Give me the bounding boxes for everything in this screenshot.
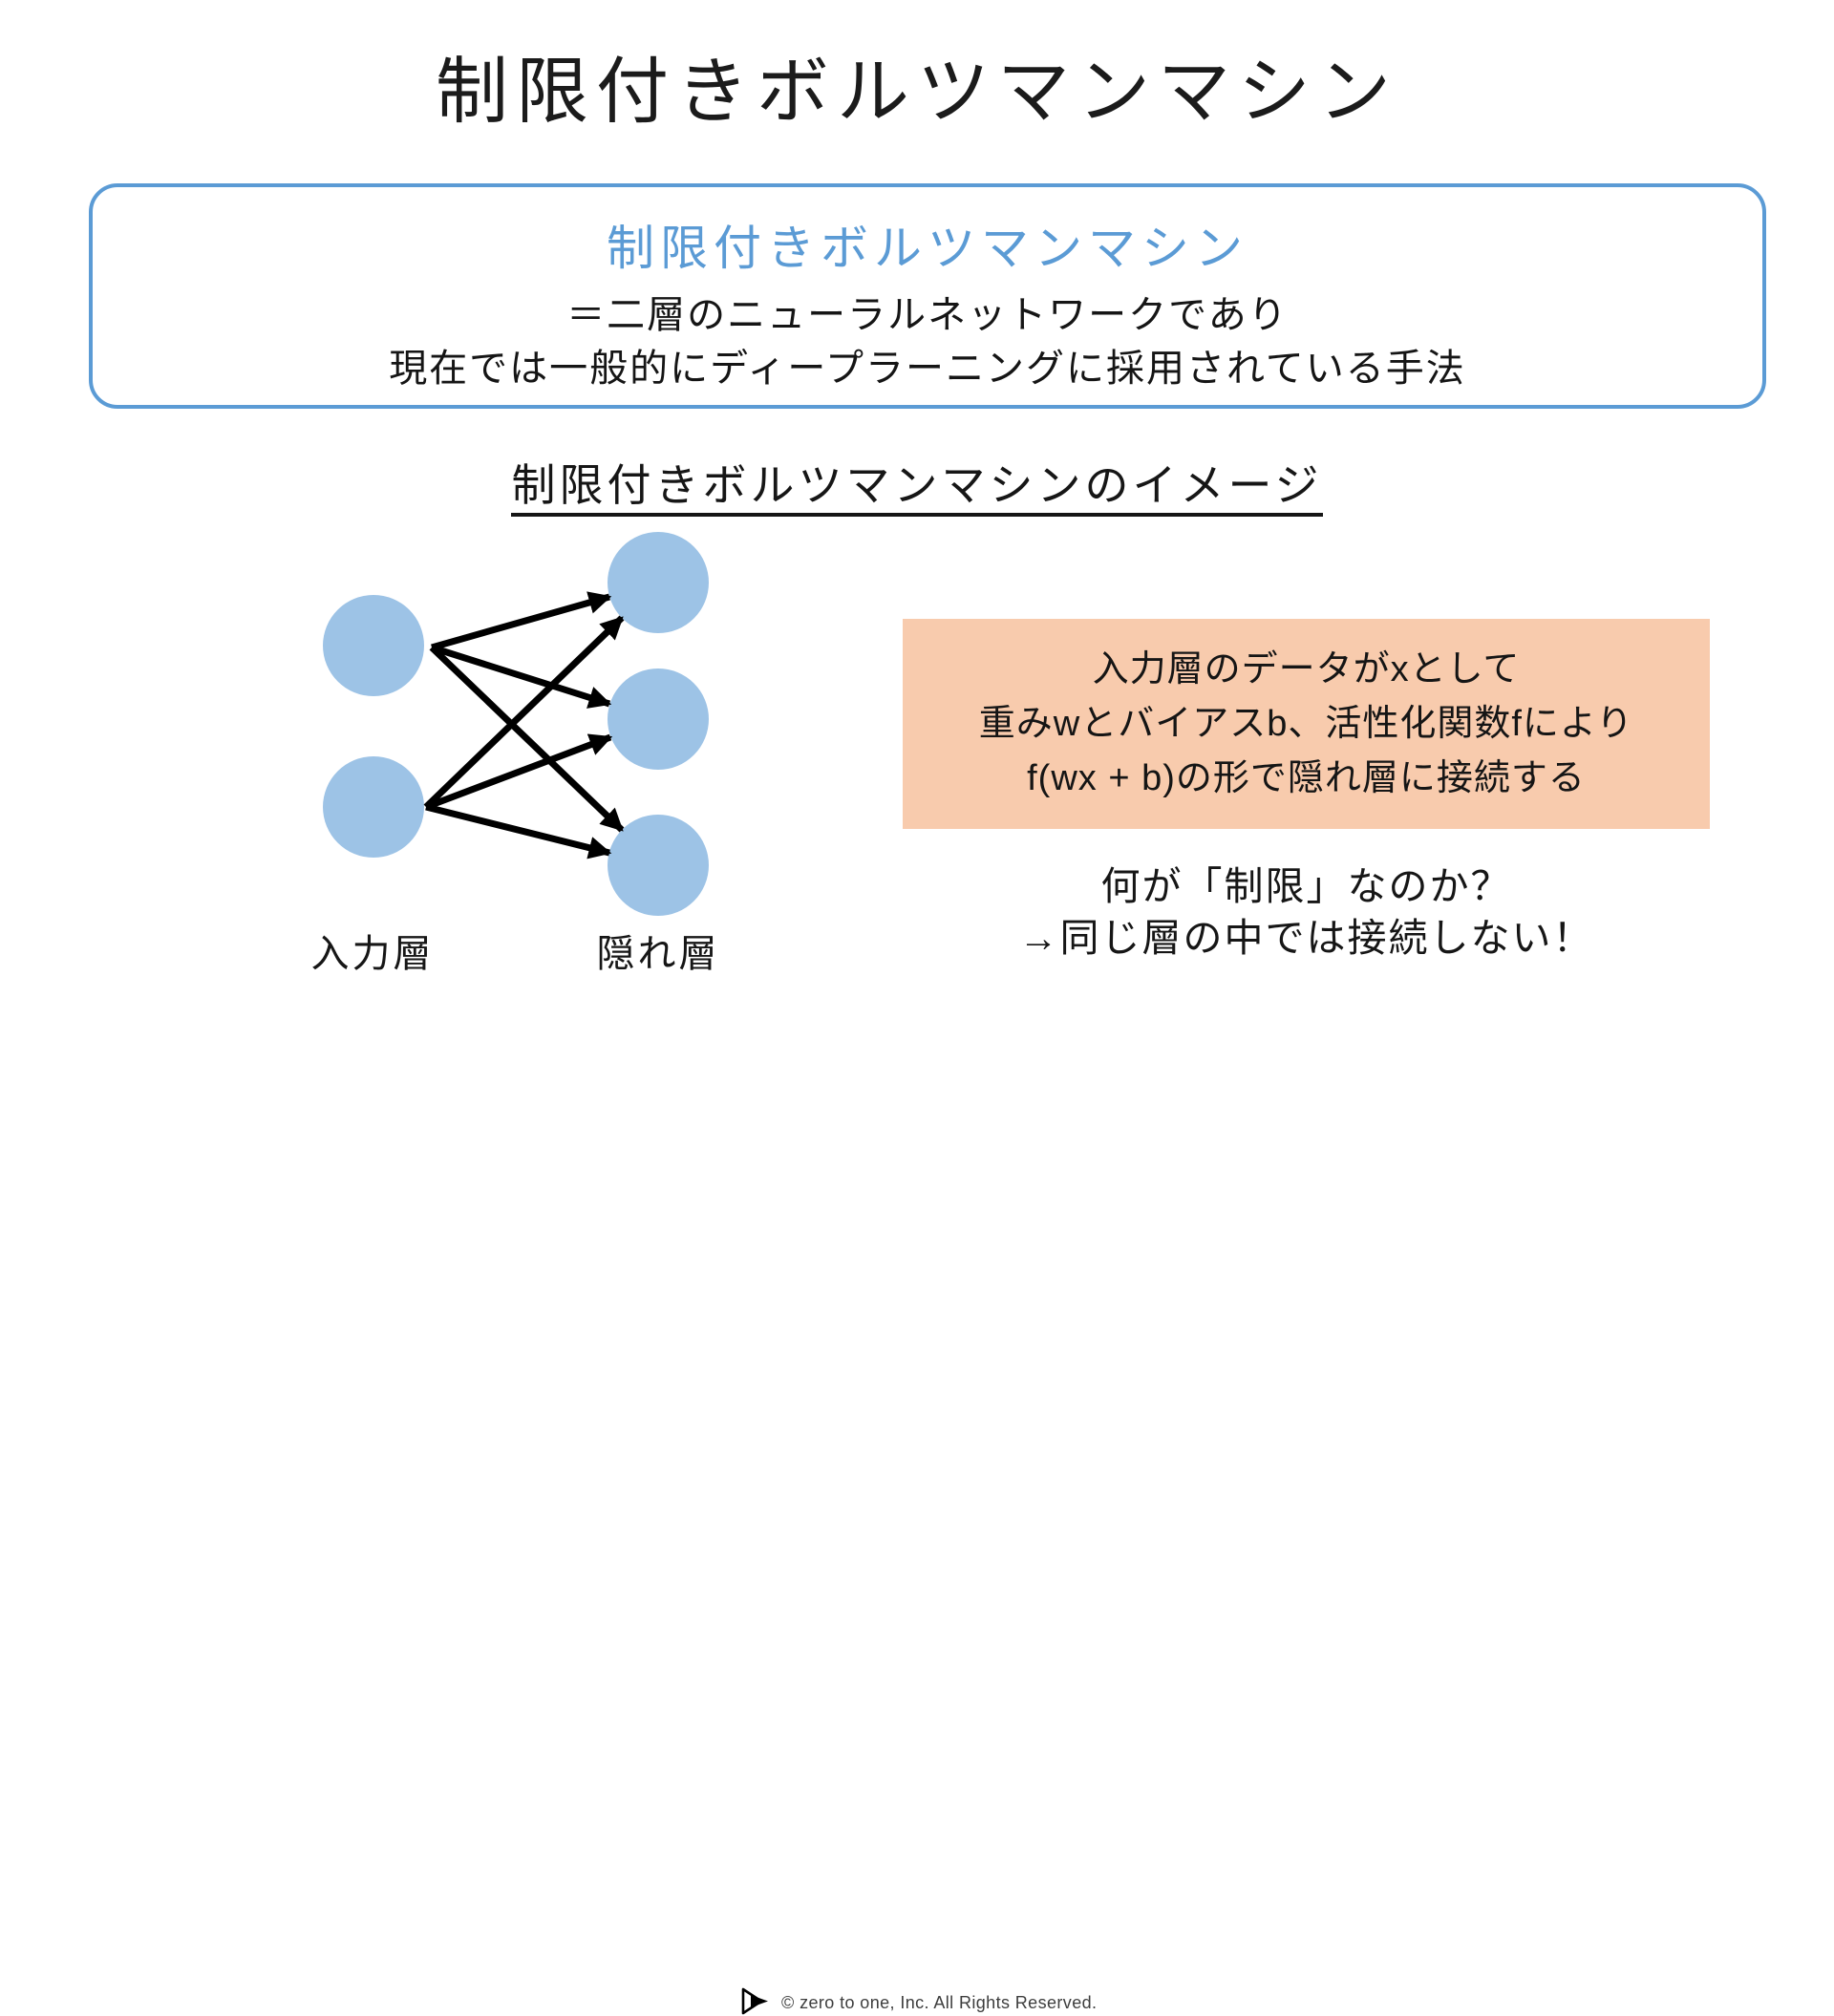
question-block: 何が「制限」なのか？ →同じ層の中では接続しない！ (903, 860, 1710, 964)
section-heading-text: 制限付きボルツマンマシンのイメージ (511, 460, 1323, 517)
hidden-node-3 (608, 815, 709, 916)
connection-arrow-i1-h2 (430, 644, 612, 709)
question-line-1: 何が「制限」なのか？ (1100, 864, 1512, 908)
play-logo-icon (741, 1987, 768, 2015)
definition-heading: 制限付きボルツマンマシン (607, 222, 1248, 275)
input-layer-label: 入力層 (310, 933, 435, 975)
note-line-2: 重みwとバイアスb、活性化関数fにより (978, 703, 1634, 744)
definition-line-1: ＝二層のニューラルネットワークであり (566, 294, 1289, 336)
input-node-1 (323, 595, 424, 696)
note-line-3: f(wx + b)の形で隠れ層に接続する (1027, 757, 1586, 798)
connection-arrow-i2-h3 (425, 803, 612, 859)
connection-arrow-i2-h1 (423, 615, 625, 810)
rbm-network-diagram (323, 532, 709, 916)
hidden-node-2 (608, 668, 709, 770)
note-box: 入力層のデータがxとして 重みwとバイアスb、活性化関数fにより f(wx + … (903, 619, 1710, 829)
definition-box: 制限付きボルツマンマシン ＝二層のニューラルネットワークであり 現在では一般的に… (89, 183, 1766, 409)
connection-arrow-i1-h3 (429, 645, 625, 833)
footer: © zero to one, Inc. All Rights Reserved. (0, 991, 1834, 2015)
note-line-1: 入力層のデータがxとして (1092, 648, 1521, 690)
question-line-2: →同じ層の中では接続しない！ (1018, 916, 1594, 960)
section-heading: 制限付きボルツマンマシンのイメージ (0, 451, 1834, 517)
definition-line-2: 現在では一般的にディープラーニングに採用されている手法 (389, 348, 1466, 390)
slide: 制限付きボルツマンマシン 制限付きボルツマンマシン ＝二層のニューラルネットワー… (0, 52, 1834, 2015)
connection-arrow-i1-h1 (431, 591, 612, 651)
hidden-layer-label: 隠れ層 (596, 933, 720, 975)
connection-arrow-i2-h2 (424, 733, 613, 811)
hidden-node-1 (608, 532, 709, 633)
copyright-text: © zero to one, Inc. All Rights Reserved. (781, 1993, 1098, 2012)
slide-title: 制限付きボルツマンマシン (436, 52, 1398, 133)
input-node-2 (323, 756, 424, 858)
